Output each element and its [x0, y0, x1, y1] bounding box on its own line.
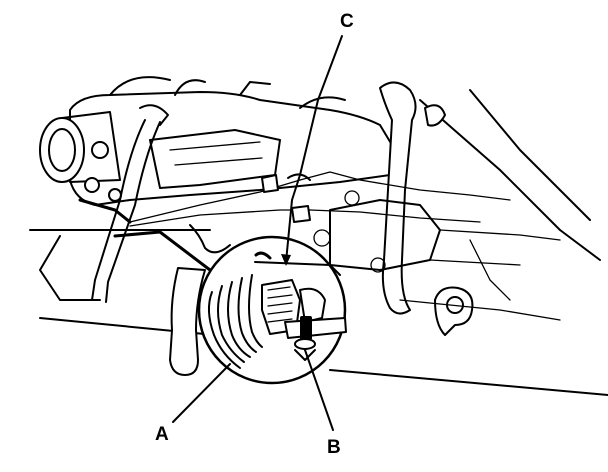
engine-block [313, 190, 561, 321]
detail-circle [197, 235, 347, 385]
cable-leader [113, 230, 212, 272]
intake-manifold [69, 76, 396, 206]
lower-left-hose [169, 224, 231, 376]
leader-lines [172, 35, 343, 431]
right-hose [379, 81, 446, 315]
callout-label-c: C [340, 11, 354, 32]
throttle-cable [129, 171, 511, 227]
throttle-body [39, 111, 132, 224]
callout-label-a: A [155, 424, 169, 445]
callout-label-b: B [327, 437, 341, 458]
left-hose [91, 104, 169, 303]
right-fitting [434, 286, 474, 336]
